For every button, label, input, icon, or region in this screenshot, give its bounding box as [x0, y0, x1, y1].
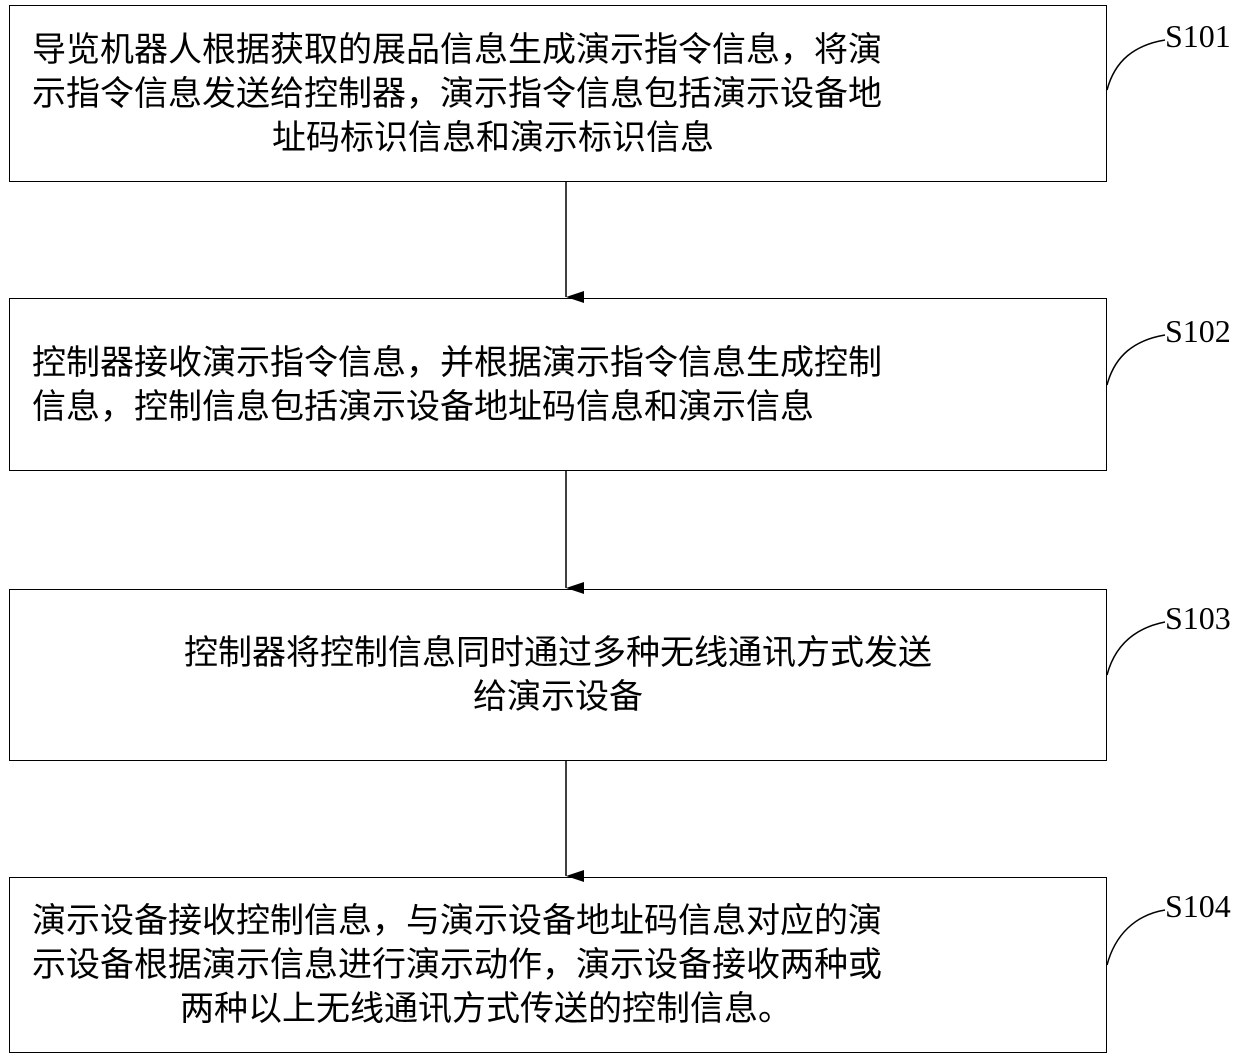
step-text: 控制器将控制信息同时通过多种无线通讯方式发送	[184, 633, 932, 673]
step-text: 信息，控制信息包括演示设备地址码信息和演示信息	[32, 386, 814, 427]
step-text: 示设备根据演示信息进行演示动作，演示设备接收两种或	[32, 945, 882, 985]
step-text: 址码标识信息和演示标识信息	[272, 117, 714, 158]
step-text: 演示设备接收控制信息，与演示设备地址码信息对应的演	[32, 901, 882, 941]
leader-s103	[1106, 621, 1166, 676]
step-label-s103: S103	[1165, 600, 1231, 636]
step-text: 给演示设备	[473, 677, 643, 717]
step-label-s102: S102	[1165, 313, 1231, 349]
step-label-s104: S104	[1165, 888, 1231, 924]
step-text: 两种以上无线通讯方式传送的控制信息。	[180, 989, 792, 1029]
step-text: 控制器接收演示指令信息，并根据演示指令信息生成控制	[32, 342, 882, 383]
step-text: 示指令信息发送给控制器，演示指令信息包括演示设备地	[32, 73, 882, 114]
step-label-s101: S101	[1165, 18, 1231, 54]
step-box-s104: 演示设备接收控制信息，与演示设备地址码信息对应的演 示设备根据演示信息进行演示动…	[9, 877, 1107, 1053]
leader-s104	[1106, 909, 1166, 966]
step-box-s101: 导览机器人根据获取的展品信息生成演示指令信息，将演 示指令信息发送给控制器，演示…	[9, 5, 1107, 182]
step-text: 导览机器人根据获取的展品信息生成演示指令信息，将演	[32, 29, 882, 70]
step-box-s102: 控制器接收演示指令信息，并根据演示指令信息生成控制 信息，控制信息包括演示设备地…	[9, 298, 1107, 471]
leader-s102	[1106, 334, 1166, 386]
leader-s101	[1106, 39, 1166, 91]
step-box-s103: 控制器将控制信息同时通过多种无线通讯方式发送 给演示设备	[9, 589, 1107, 761]
